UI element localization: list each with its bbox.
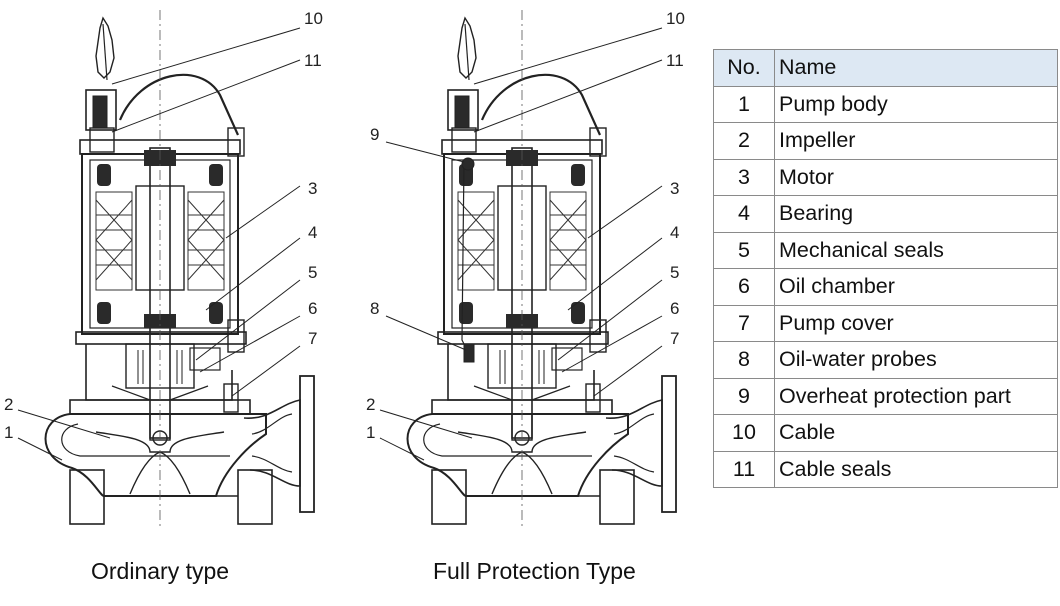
callout-label: 4 bbox=[308, 223, 317, 242]
header-name: Name bbox=[774, 49, 1058, 87]
ordinary-callouts: 10 11 3 4 5 6 7 2 1 bbox=[4, 9, 323, 442]
part-name: Oil-water probes bbox=[774, 341, 1058, 379]
part-no: 11 bbox=[713, 450, 775, 488]
callout-label: 11 bbox=[304, 51, 322, 70]
callout-label: 7 bbox=[308, 329, 317, 348]
part-no: 10 bbox=[713, 414, 775, 452]
callout-label: 5 bbox=[308, 263, 317, 282]
callout-label: 3 bbox=[308, 179, 317, 198]
part-name: Cable bbox=[774, 414, 1058, 452]
part-name: Bearing bbox=[774, 195, 1058, 233]
full-protection-extras bbox=[461, 157, 475, 363]
callout-label: 4 bbox=[670, 223, 679, 242]
ordinary-leader-lines bbox=[17, 27, 301, 461]
part-name: Pump cover bbox=[774, 304, 1058, 342]
callout-label: 10 bbox=[304, 9, 323, 28]
callout-label: 2 bbox=[366, 395, 375, 414]
part-name: Mechanical seals bbox=[774, 231, 1058, 269]
part-no: 8 bbox=[713, 341, 775, 379]
part-no: 6 bbox=[713, 268, 775, 306]
header-no: No. bbox=[713, 49, 775, 87]
full-protection-callouts: 10 11 9 3 4 5 6 8 7 2 1 bbox=[366, 9, 685, 442]
ordinary-type-caption: Ordinary type bbox=[91, 558, 230, 584]
callout-label: 2 bbox=[4, 395, 13, 414]
part-no: 3 bbox=[713, 158, 775, 196]
callout-label: 6 bbox=[308, 299, 317, 318]
callout-label: 9 bbox=[370, 125, 379, 144]
part-no: 2 bbox=[713, 122, 775, 160]
part-no: 4 bbox=[713, 195, 775, 233]
table-header-row: No. Name bbox=[713, 49, 1058, 87]
part-no: 1 bbox=[713, 85, 775, 123]
callout-label: 10 bbox=[666, 9, 685, 28]
part-name: Oil chamber bbox=[774, 268, 1058, 306]
callout-label: 5 bbox=[670, 263, 679, 282]
callout-label: 6 bbox=[670, 299, 679, 318]
part-name: Motor bbox=[774, 158, 1058, 196]
part-name: Impeller bbox=[774, 122, 1058, 160]
part-name: Cable seals bbox=[774, 450, 1058, 488]
pump-cross-section-diagram: 10 11 3 4 5 6 7 2 1 10 11 9 3 4 5 6 8 bbox=[4, 8, 685, 532]
callout-label: 3 bbox=[670, 179, 679, 198]
callout-label: 7 bbox=[670, 329, 679, 348]
callout-label: 1 bbox=[4, 423, 13, 442]
ordinary-pump-drawing bbox=[44, 8, 316, 532]
part-no: 9 bbox=[713, 377, 775, 415]
part-name: Pump body bbox=[774, 85, 1058, 123]
part-no: 5 bbox=[713, 231, 775, 269]
part-no: 7 bbox=[713, 304, 775, 342]
full-protection-leader-lines bbox=[379, 27, 663, 461]
callout-label: 11 bbox=[666, 51, 684, 70]
callout-label: 8 bbox=[370, 299, 379, 318]
callout-label: 1 bbox=[366, 423, 375, 442]
full-protection-type-caption: Full Protection Type bbox=[433, 558, 636, 584]
part-name: Overheat protection part bbox=[774, 377, 1058, 415]
full-protection-pump-drawing bbox=[406, 8, 678, 532]
